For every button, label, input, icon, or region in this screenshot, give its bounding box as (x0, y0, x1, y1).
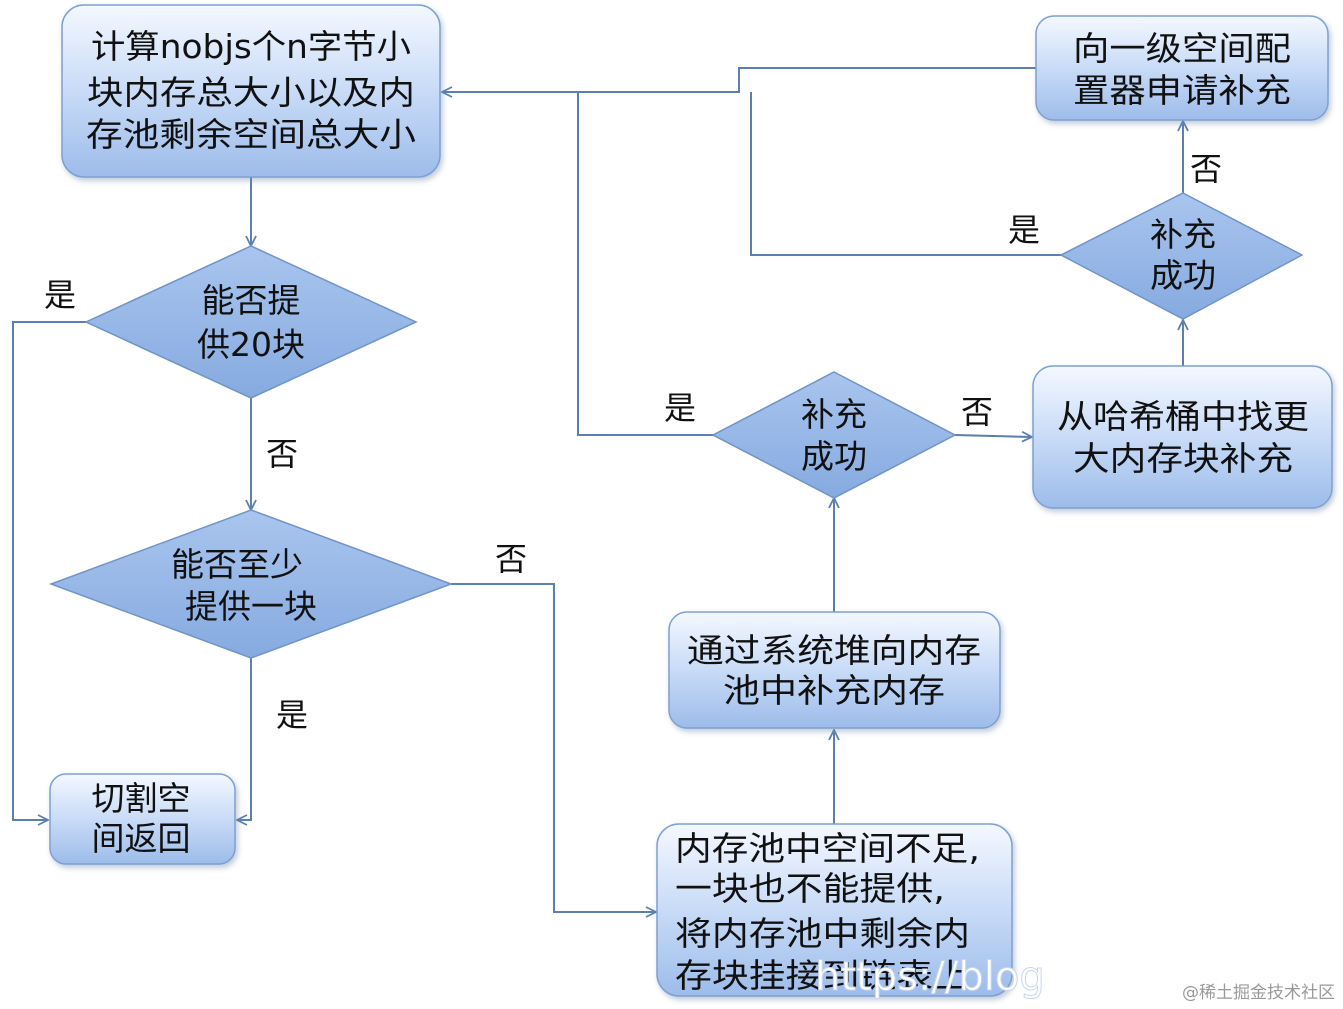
can20-line-1: 能否提 (202, 281, 301, 320)
level1-line-1: 向一级空间配 (1073, 29, 1291, 68)
canOne-line-1: 能否至少 (171, 545, 303, 584)
credit-text: @稀土掘金技术社区 (1182, 983, 1335, 1003)
can20-line-2: 供20块 (197, 325, 305, 364)
success1-line-2: 成功 (801, 437, 867, 476)
success1-line-1: 补充 (801, 395, 867, 434)
label-can20-no: 否 (266, 435, 298, 473)
label-success1-no: 否 (961, 393, 993, 431)
insufficient-line-3: 将内存池中剩余内 (675, 914, 970, 953)
insufficient-line-1: 内存池中空间不足, (675, 829, 980, 868)
edge-success1-no-to-hash (954, 435, 1032, 437)
label-can20-yes: 是 (44, 276, 76, 314)
cut-line-2: 间返回 (92, 819, 191, 858)
label-success2-yes: 是 (1008, 211, 1040, 249)
insufficient-line-4: 存块挂接到链表上 (675, 956, 970, 995)
nodes (48, 4, 1333, 997)
node-labels: 计算nobjs个n字节小 块内存总大小以及内 存池剩余空间总大小 能否提 供20… (86, 27, 1309, 995)
node-success1 (711, 371, 957, 499)
level1-line-2: 置器申请补充 (1073, 71, 1291, 110)
node-heap (668, 611, 1001, 729)
compute-line-1: 计算nobjs个n字节小 (91, 27, 411, 66)
node-compute (61, 4, 441, 178)
edge-canOne-yes-to-cut (237, 658, 252, 820)
canOne-line-2: 提供一块 (185, 587, 317, 626)
edge-level1-to-compute (442, 67, 1036, 92)
node-can20 (84, 245, 418, 399)
node-success2 (1059, 192, 1304, 320)
label-canOne-no: 否 (495, 540, 527, 578)
node-insufficient (656, 823, 1013, 997)
node-canOne (48, 509, 454, 659)
node-cut (49, 773, 236, 865)
edge-canOne-no-to-insufficient (451, 583, 656, 912)
hash-line-2: 大内存块补充 (1073, 439, 1293, 478)
compute-line-3: 存池剩余空间总大小 (86, 115, 416, 154)
edge-can20-yes-to-cut (12, 321, 86, 820)
compute-line-2: 块内存总大小以及内 (87, 73, 415, 112)
success2-line-1: 补充 (1150, 215, 1216, 254)
label-success2-no: 否 (1190, 150, 1222, 188)
hash-line-1: 从哈希桶中找更 (1057, 397, 1309, 436)
connectors (12, 67, 1183, 912)
edge-labels: 是 否 否 是 是 否 是 否 (44, 150, 1222, 734)
node-hash (1032, 365, 1333, 509)
heap-line-2: 池中补充内存 (723, 671, 945, 710)
heap-line-1: 通过系统堆向内存 (687, 631, 981, 670)
insufficient-line-2: 一块也不能提供, (675, 869, 945, 908)
watermark-text: https://blog (815, 954, 1045, 1000)
cut-line-1: 切割空 (92, 779, 191, 818)
success2-line-2: 成功 (1150, 256, 1216, 295)
label-success1-yes: 是 (664, 389, 696, 427)
node-level1 (1035, 15, 1329, 121)
edge-success2-yes-to-compute (750, 92, 1061, 256)
edge-success1-yes-to-compute (577, 92, 713, 436)
label-canOne-yes: 是 (276, 696, 308, 734)
